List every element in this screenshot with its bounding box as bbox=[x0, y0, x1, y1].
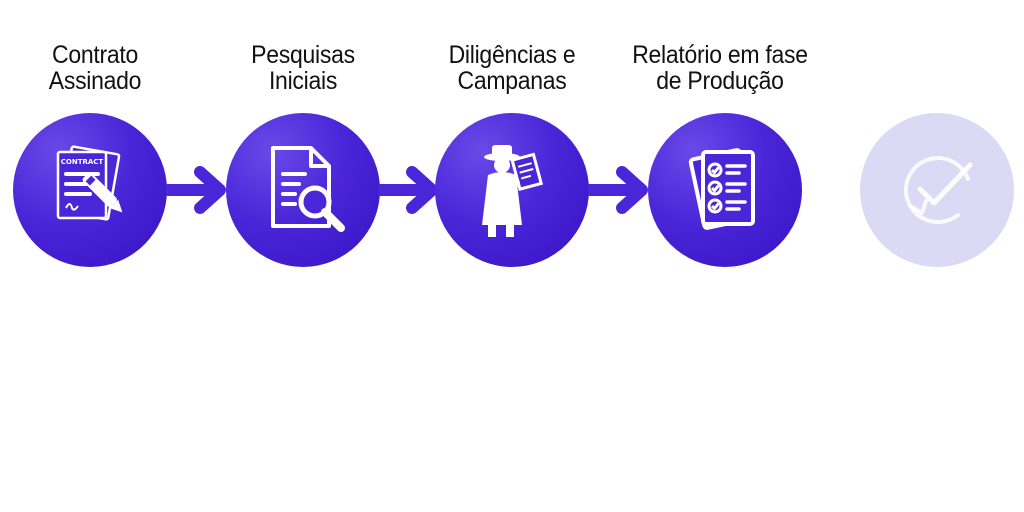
step-4-label-line2: de Produção bbox=[656, 67, 784, 95]
arrow-2 bbox=[378, 166, 440, 214]
arrow-right-icon bbox=[588, 166, 648, 214]
step-4-circle bbox=[648, 113, 802, 267]
arrow-3 bbox=[588, 166, 650, 214]
contract-icon: CONTRACT bbox=[56, 145, 123, 221]
contract-icon-text: CONTRACT bbox=[61, 158, 104, 166]
document-search-icon bbox=[271, 146, 345, 232]
arrow-1 bbox=[166, 166, 228, 214]
checklist-icon bbox=[688, 148, 756, 230]
step-3-label-line2: Campanas bbox=[457, 67, 567, 95]
step-4-label-line1: Relatório em fase bbox=[632, 41, 808, 69]
step-1-label: Contrato Assinado bbox=[3, 42, 187, 94]
step-2-circle bbox=[226, 113, 380, 267]
step-2-label-line2: Iniciais bbox=[268, 67, 338, 95]
step-3-label-line1: Diligências e bbox=[448, 41, 576, 69]
arrow-right-icon bbox=[378, 166, 438, 214]
arrow-right-icon bbox=[166, 166, 226, 214]
step-1-label-line2: Assinado bbox=[48, 67, 142, 95]
step-4-label: Relatório em fase de Produção bbox=[628, 42, 812, 94]
detective-icon bbox=[482, 145, 544, 237]
step-2-label: Pesquisas Iniciais bbox=[211, 42, 395, 94]
step-2-label-line1: Pesquisas bbox=[251, 41, 355, 69]
check-icon bbox=[904, 156, 973, 225]
step-5-circle bbox=[860, 113, 1014, 267]
step-3-label: Diligências e Campanas bbox=[420, 42, 604, 94]
step-1-circle: CONTRACT bbox=[13, 113, 167, 267]
step-1-label-line1: Contrato bbox=[51, 41, 139, 69]
step-3-circle bbox=[435, 113, 589, 267]
